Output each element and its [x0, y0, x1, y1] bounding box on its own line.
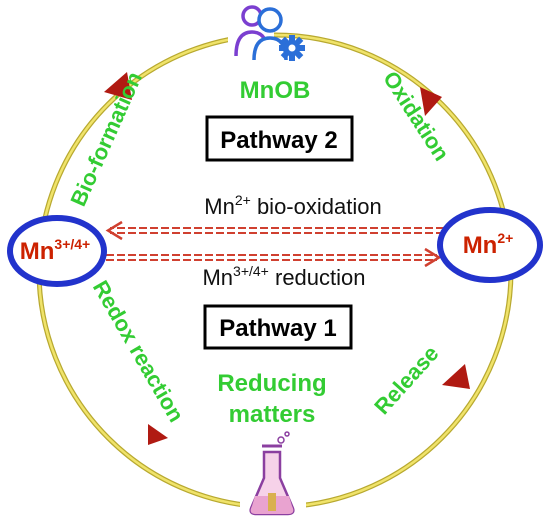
flask-icon [240, 431, 306, 520]
bio-oxidation-rest: bio-oxidation [251, 194, 382, 219]
reduction-base: Mn [202, 265, 233, 290]
pathway1-label: Pathway 1 [219, 315, 336, 342]
mnob-label: MnOB [240, 77, 311, 104]
mn34-base: Mn [20, 238, 55, 265]
mn2-base: Mn [463, 232, 498, 259]
mn34-sup: 3+/4+ [54, 236, 90, 252]
arrowhead-lower-left [148, 424, 168, 445]
mn2-species: Mn2+ [437, 207, 543, 283]
reduction-text: Mn3+/4+ reduction [202, 263, 365, 290]
pathway1-box: Pathway 1 [203, 304, 353, 350]
pathway2-label: Pathway 2 [220, 127, 337, 154]
bio-oxidation-text: Mn2+ bio-oxidation [204, 192, 381, 219]
redox-reaction-label: Redox reaction [88, 276, 189, 426]
mn34-species: Mn3+/4+ [7, 215, 107, 287]
release-label: Release [369, 341, 443, 420]
ring-arrowheads [104, 72, 470, 445]
arrowhead-upper-left [104, 72, 132, 100]
mnob-users-icon [228, 0, 288, 62]
arrowhead-upper-right [420, 87, 442, 116]
arrowhead-lower-right [442, 364, 470, 389]
reducing-label: Reducing [217, 370, 326, 397]
reduction-rest: reduction [269, 265, 366, 290]
reduction-sup: 3+/4+ [233, 263, 269, 279]
mn34-label: Mn3+/4+ [20, 236, 90, 265]
gear-icon [279, 35, 305, 61]
bio-oxidation-sup: 2+ [235, 192, 251, 208]
bio-oxidation-base: Mn [204, 194, 235, 219]
matters-label: matters [229, 401, 316, 428]
arrow-to-left [105, 220, 455, 241]
mn2-sup: 2+ [497, 230, 513, 246]
mn2-label: Mn2+ [463, 230, 514, 259]
pathway2-box: Pathway 2 [205, 115, 354, 162]
arrow-to-right [106, 247, 442, 268]
